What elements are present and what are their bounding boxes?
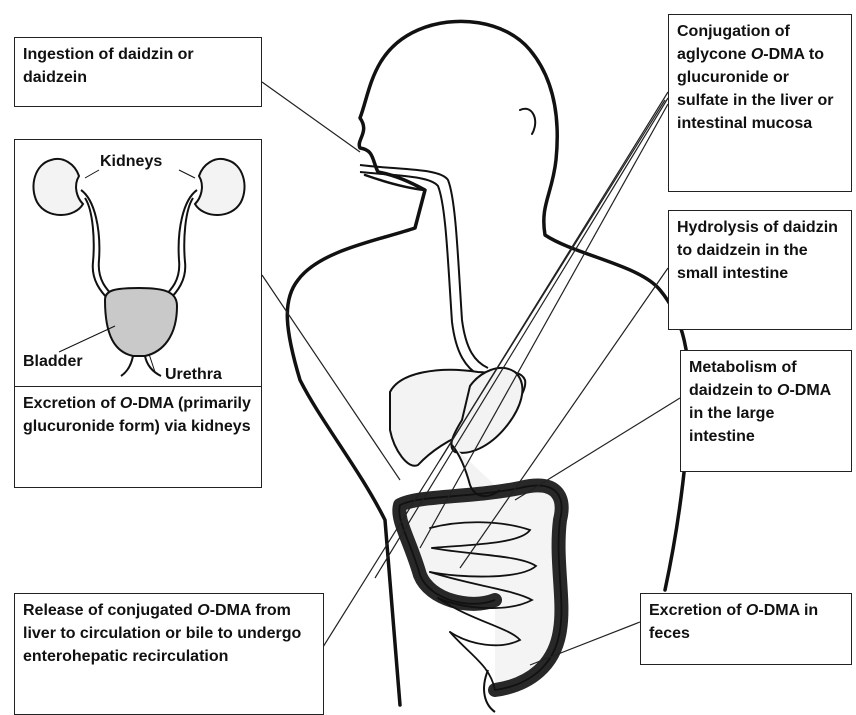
label-kidneys: Kidneys — [100, 152, 162, 172]
label-bladder: Bladder — [23, 352, 83, 372]
box-conjugation: Conjugation of aglycone O-DMA to glucuro… — [668, 14, 852, 192]
urethra — [121, 356, 161, 376]
label-urethra: Urethra — [165, 365, 222, 385]
box-hydrolysis: Hydrolysis of daidzin to daidzein in the… — [668, 210, 852, 330]
box-release: Release of conjugated O-DMA from liver t… — [14, 593, 324, 715]
box-excretion-feces: Excretion of O-DMA in feces — [640, 593, 852, 665]
box-excretion-kidneys: Excretion of O-DMA (primarily glucuronid… — [14, 386, 262, 488]
ear-line — [520, 109, 535, 134]
right-kidney — [195, 159, 245, 215]
box-metabolism: Metabolism of daidzein to O-DMA in the l… — [680, 350, 852, 472]
box-ingestion: Ingestion of daidzin or daidzein — [14, 37, 262, 107]
left-kidney — [33, 159, 83, 215]
left-ureter — [81, 190, 115, 298]
bladder — [105, 288, 177, 356]
right-ureter — [163, 190, 197, 298]
kidneys-inset: Kidneys Bladder Urethra — [14, 139, 262, 388]
kidneys-bladder-illustration — [15, 140, 260, 386]
colon — [399, 486, 561, 690]
